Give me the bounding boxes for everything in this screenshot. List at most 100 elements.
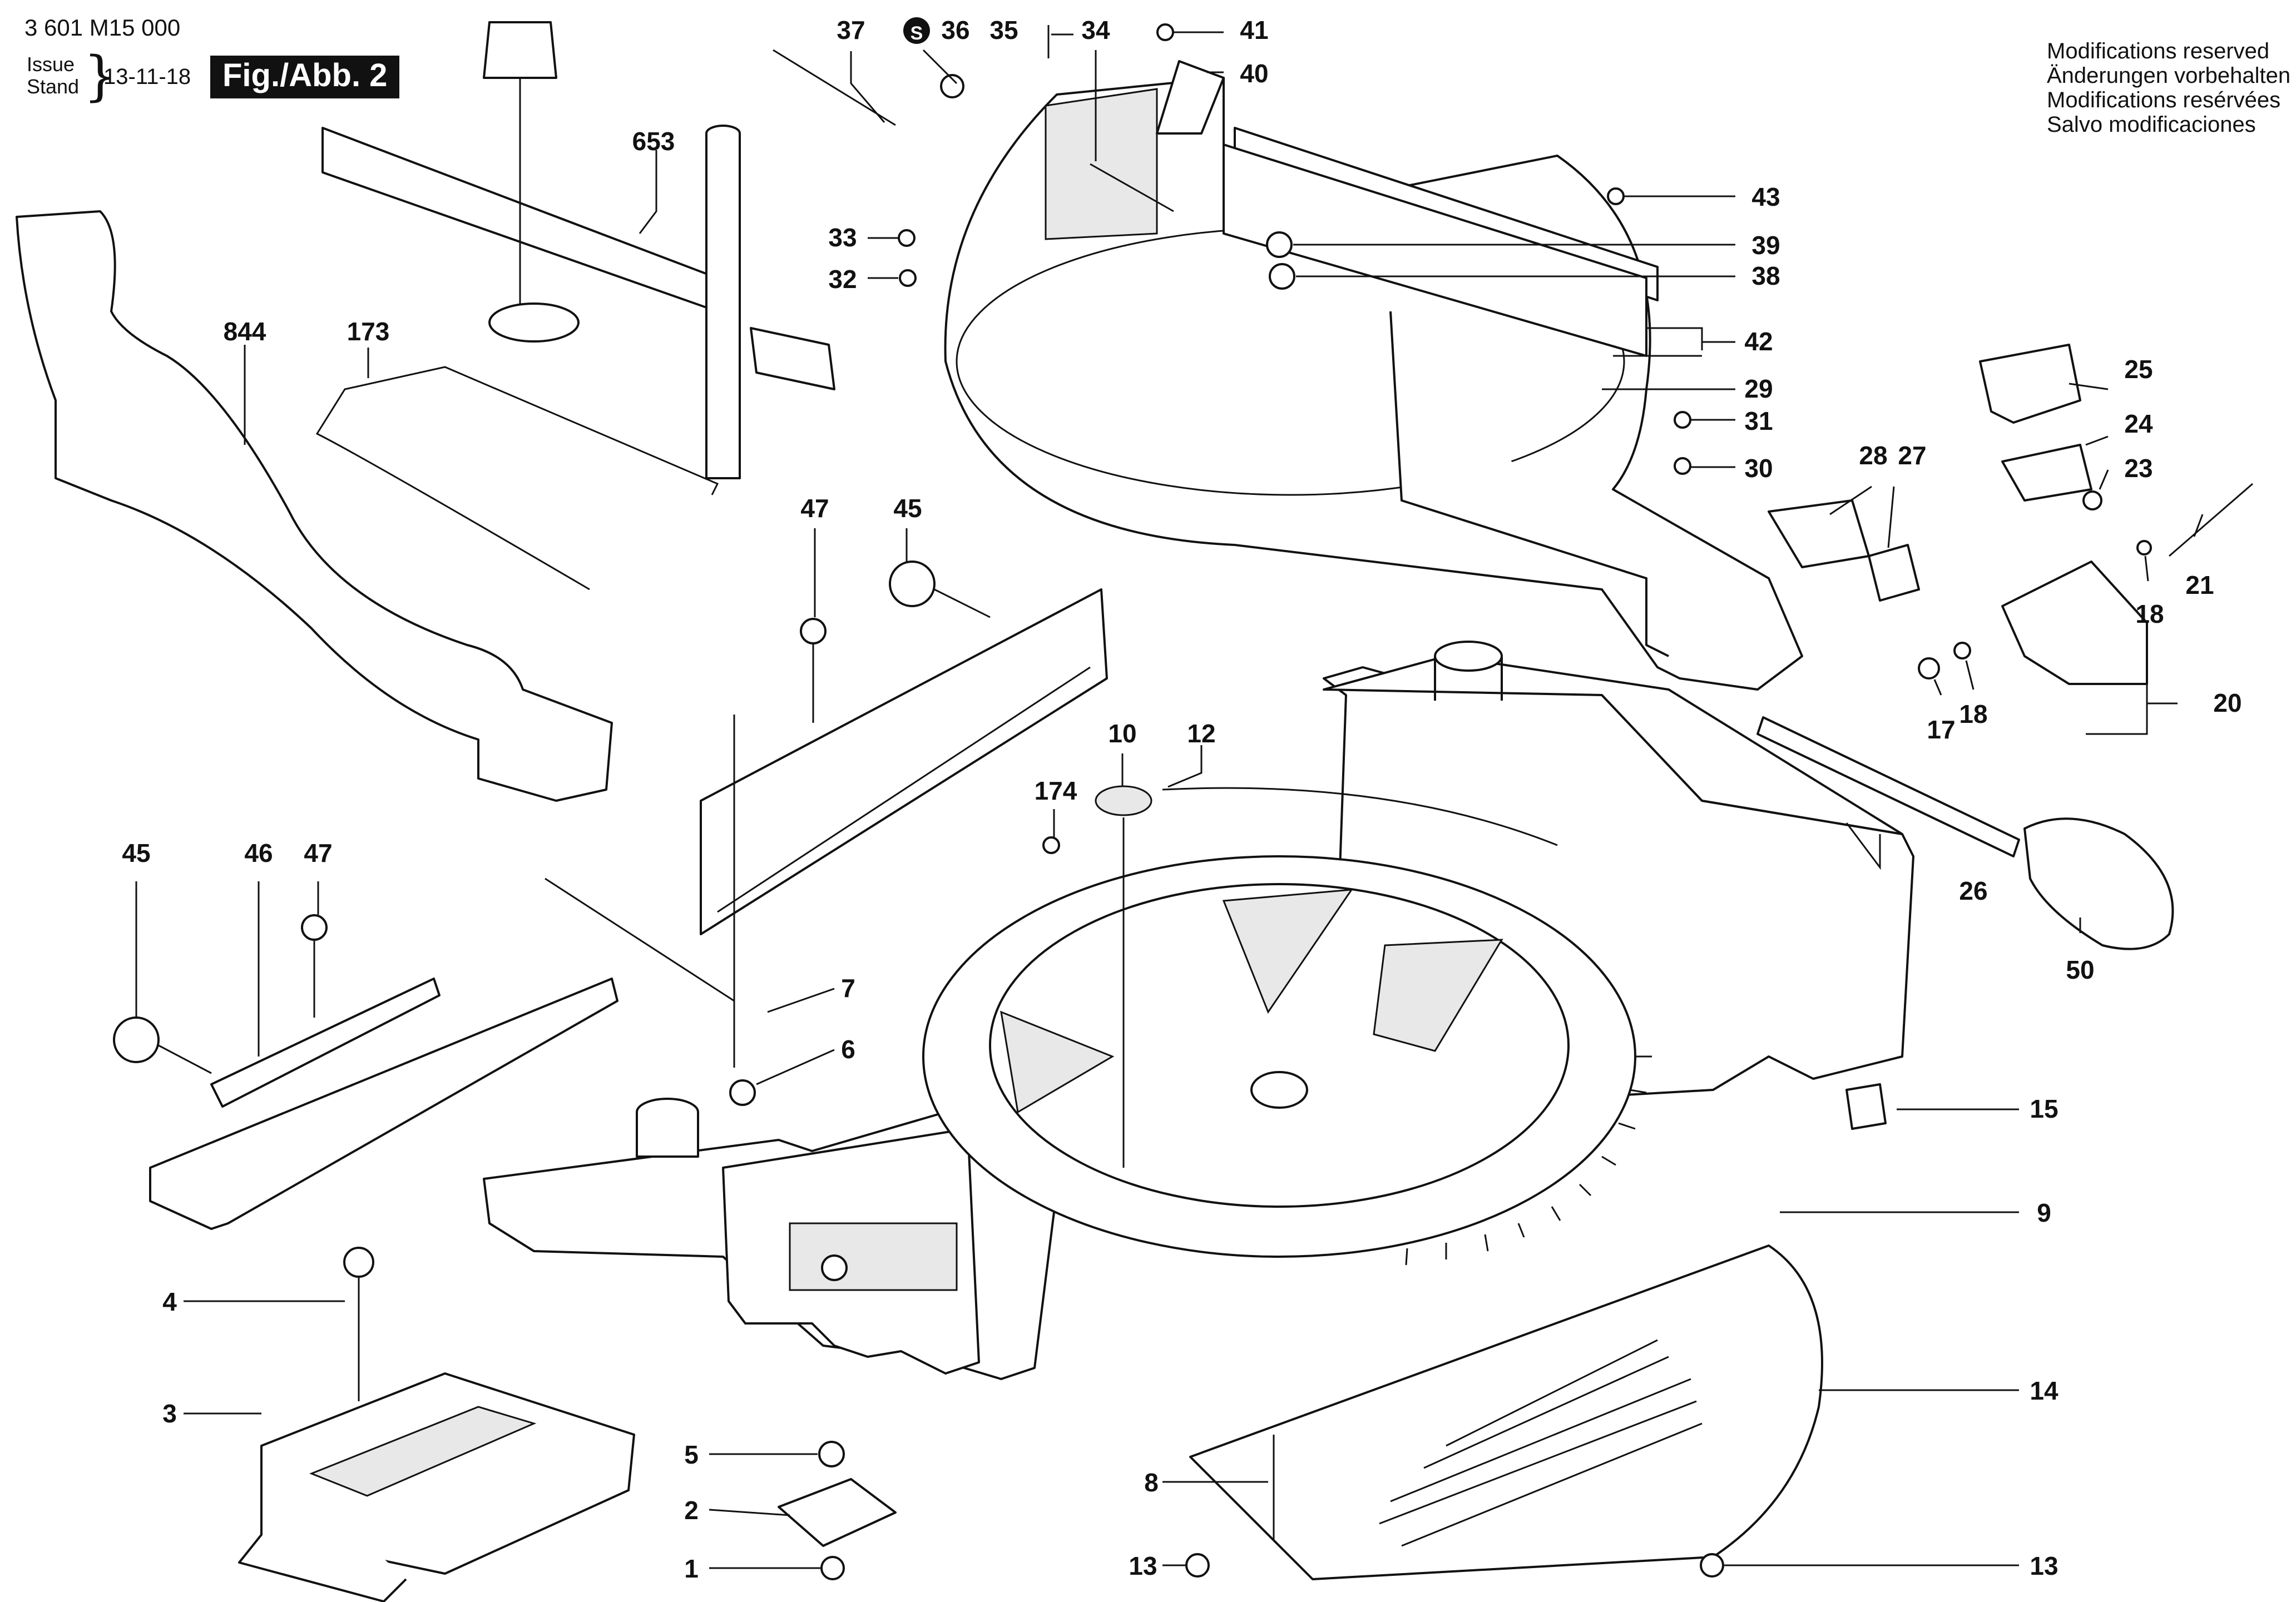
- washer-18-left: [1953, 642, 1971, 659]
- screw-1: [820, 1556, 845, 1580]
- knob-45-left-stem: [158, 1044, 212, 1074]
- leader-653: [639, 150, 657, 234]
- front-slot: [789, 1222, 958, 1291]
- callout-4: 4: [162, 1287, 177, 1316]
- callout-173: 173: [347, 317, 390, 346]
- leader-28: [1829, 485, 1872, 515]
- callout-43: 43: [1751, 182, 1780, 211]
- leader-36: [922, 49, 958, 85]
- bottom-plate: [1189, 1244, 1823, 1580]
- callout-174: 174: [1035, 776, 1077, 805]
- wire-guard: [315, 366, 719, 591]
- screw-43: [1607, 187, 1625, 205]
- front-hole: [821, 1254, 848, 1281]
- clamp-plate-slot: [309, 1406, 537, 1497]
- washer-30: [1674, 457, 1691, 475]
- issue-brace: }: [83, 45, 118, 107]
- callout-47b: 47: [304, 839, 332, 867]
- screw-13-right: [1700, 1553, 1724, 1578]
- turntable-window-1: [1222, 889, 1354, 1014]
- turntable-window-3: [1000, 1010, 1115, 1114]
- pin-21: [2169, 483, 2253, 557]
- callout-41: 41: [1240, 16, 1268, 44]
- note-french: Modifications resérvées: [2047, 88, 2281, 112]
- leader-12: [1167, 745, 1203, 788]
- leader-27: [1887, 486, 1895, 548]
- pad-28: [1768, 499, 1870, 568]
- leader-23: [2099, 469, 2109, 490]
- callout-9: 9: [2037, 1198, 2051, 1227]
- screw-174: [1042, 836, 1060, 854]
- callout-7: 7: [841, 974, 855, 1003]
- callout-31: 31: [1744, 406, 1773, 435]
- right-fence: [700, 588, 1108, 935]
- callout-33: 33: [828, 223, 857, 252]
- issue-label: Issue: [27, 53, 75, 76]
- callout-26: 26: [1959, 876, 1987, 905]
- arm-channel: [1389, 311, 1669, 657]
- bottom-plate-slots: [1379, 1339, 1703, 1547]
- bolt-34: [1090, 163, 1174, 212]
- callout-38: 38: [1751, 261, 1780, 290]
- callout-34: 34: [1081, 16, 1110, 44]
- callout-10: 10: [1108, 719, 1136, 748]
- screw-13-left: [1185, 1553, 1210, 1578]
- laser-cord: [1162, 787, 1558, 846]
- clamp-lever: [750, 327, 835, 390]
- document-number: 3 601 M15 000: [24, 14, 181, 41]
- washer-38: [1269, 263, 1295, 290]
- foot-15: [1845, 1083, 1887, 1130]
- washer-32: [899, 269, 917, 287]
- callout-27: 27: [1898, 441, 1926, 470]
- callout-39: 39: [1751, 231, 1780, 260]
- issue-date: 13-11-18: [103, 65, 191, 89]
- miter-scale: [1405, 1055, 1652, 1266]
- upper-arm-assembly: [944, 77, 1803, 691]
- callout-20: 20: [2213, 688, 2241, 717]
- callout-15: 15: [2030, 1094, 2058, 1123]
- clamp-foot: [488, 302, 580, 343]
- clamp-knob: [483, 21, 557, 79]
- knob-50: [2023, 817, 2174, 950]
- leader-18-left: [1965, 660, 1975, 690]
- callout-13a: 13: [1129, 1551, 1157, 1580]
- leader-7: [767, 988, 835, 1013]
- nut-5: [818, 1441, 845, 1467]
- knob-45-right-stem: [934, 588, 991, 618]
- knob-45-right: [889, 561, 936, 607]
- nut-39: [1266, 231, 1293, 258]
- nut-17: [1918, 657, 1940, 680]
- callout-46: 46: [244, 839, 273, 867]
- stand-label: Stand: [27, 75, 80, 98]
- shim-2: [778, 1478, 897, 1547]
- callout-21: 21: [2185, 571, 2214, 599]
- callout-17: 17: [1927, 715, 1955, 744]
- knob-45-left: [113, 1016, 160, 1063]
- clamp-plate-bracket: [238, 1446, 407, 1602]
- note-german: Änderungen vorbehalten: [2047, 63, 2291, 88]
- leader-37: [850, 51, 885, 123]
- rod-26: [1756, 716, 2020, 857]
- callout-40: 40: [1240, 59, 1268, 88]
- turntable-center: [1250, 1071, 1308, 1109]
- rear-boss: [1434, 656, 1503, 701]
- callout-47a: 47: [800, 494, 829, 523]
- nut-36: [940, 74, 964, 98]
- leader-6: [756, 1049, 835, 1085]
- callout-32: 32: [828, 265, 857, 294]
- fence-assembly: [113, 561, 1108, 1230]
- clamp-post: [705, 133, 741, 479]
- leader-25: [2069, 383, 2109, 390]
- callout-25: 25: [2124, 355, 2152, 384]
- special-marker-circle: [903, 17, 930, 44]
- callout-35: 35: [989, 16, 1018, 44]
- accessories: [16, 21, 835, 1068]
- screw-33: [898, 229, 916, 247]
- callout-18a: 18: [1959, 700, 1987, 728]
- leader-21: [2193, 514, 2204, 537]
- left-fence: [149, 978, 618, 1230]
- special-marker: S: [911, 23, 923, 44]
- block-27: [1868, 544, 1920, 602]
- saw-base-assembly: [483, 641, 1914, 1380]
